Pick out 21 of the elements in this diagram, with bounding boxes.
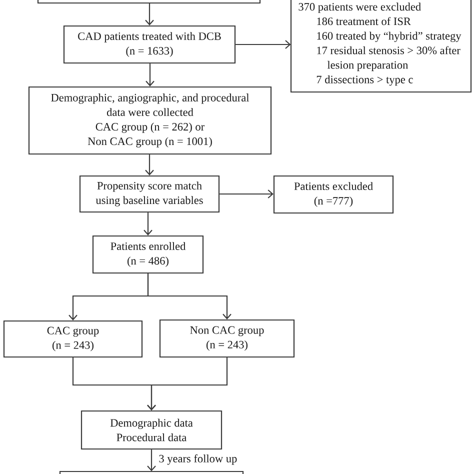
edge-label: 3 years follow up [158, 453, 238, 466]
exclusion-box: Patients excluded (n =777) [273, 175, 394, 214]
group-box: CAC group (n = 243) [3, 320, 143, 358]
process-box [37, 0, 261, 4]
process-box: Patients enrolled (n = 486) [92, 235, 204, 274]
group-box: Non CAC group (n = 243) [159, 319, 295, 358]
arrow [145, 154, 154, 176]
arrow [220, 190, 274, 198]
process-box: Propensity score match using baseline variables [79, 175, 220, 213]
process-box: Demographic data Procedural data [80, 410, 222, 450]
process-box [59, 470, 244, 474]
arrow [147, 358, 228, 410]
exclusion-box: 370 patients were excluded 186 treatment of ISR 160 treated by “hybrid” strategy 17 residual stenosis > 30% after lesion preparation 7 dissections > type c [290, 0, 472, 93]
arrow [147, 274, 232, 320]
process-box: Demographic, angiographic, and procedural data were collected CAC group (n = 262) or Non CAC group (n = 1001) [28, 86, 272, 155]
arrow [145, 3, 154, 26]
process-box: CAD patients treated with DCB (n = 1633) [63, 25, 236, 64]
arrow [146, 64, 154, 86]
arrow [147, 450, 156, 472]
arrow [144, 212, 152, 236]
arrow [236, 40, 291, 49]
